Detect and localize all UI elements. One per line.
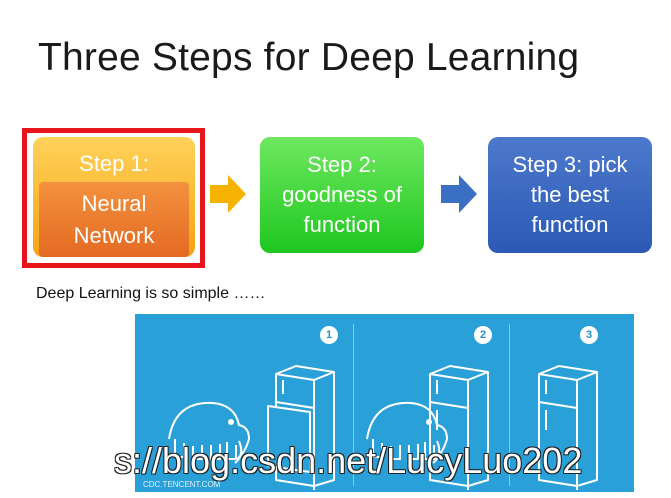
step-2-line-2: goodness of [282, 182, 402, 207]
step-3-line-2: the best [530, 182, 610, 207]
step-number-badge: 3 [580, 326, 598, 344]
refrigerator-icon [429, 365, 489, 490]
refrigerator-icon [267, 365, 335, 490]
step-1-box: Step 1: Neural Network [33, 137, 195, 257]
illustration-credit: CDC.TENCENT.COM [143, 480, 221, 489]
elephant-icon [168, 401, 250, 464]
caption: Deep Learning is so simple …… [36, 285, 266, 302]
step-2-line-1: Step 2: [307, 152, 377, 177]
step-3-box: Step 3: pick the best function [488, 137, 652, 253]
step-1-sub-line-1: Neural [81, 190, 147, 216]
step-1-sub-line-2: Network [73, 222, 155, 248]
step-3-line-1: Step 3: pick [512, 152, 628, 177]
step-2-line-3: function [303, 212, 381, 237]
step-number-badge: 2 [474, 326, 492, 344]
panel-divider [509, 324, 510, 486]
step-1-neural-network-box: Neural Network [39, 182, 189, 257]
step-2-box: Step 2: goodness of function [260, 137, 424, 253]
panel-divider [353, 324, 354, 486]
refrigerator-icon [538, 365, 598, 490]
watermark-text: s://blog.csdn.net/LucyLuo202 [114, 440, 583, 481]
illustration-drawing [168, 365, 598, 490]
step-3-line-3: function [531, 212, 609, 237]
step-1-label: Step 1: [79, 151, 149, 176]
elephant-fridge-illustration: 1 2 3 [135, 314, 634, 492]
step-number-badge: 1 [320, 326, 338, 344]
highlight-frame [22, 128, 205, 268]
slide-title: Three Steps for Deep Learning [38, 36, 580, 79]
